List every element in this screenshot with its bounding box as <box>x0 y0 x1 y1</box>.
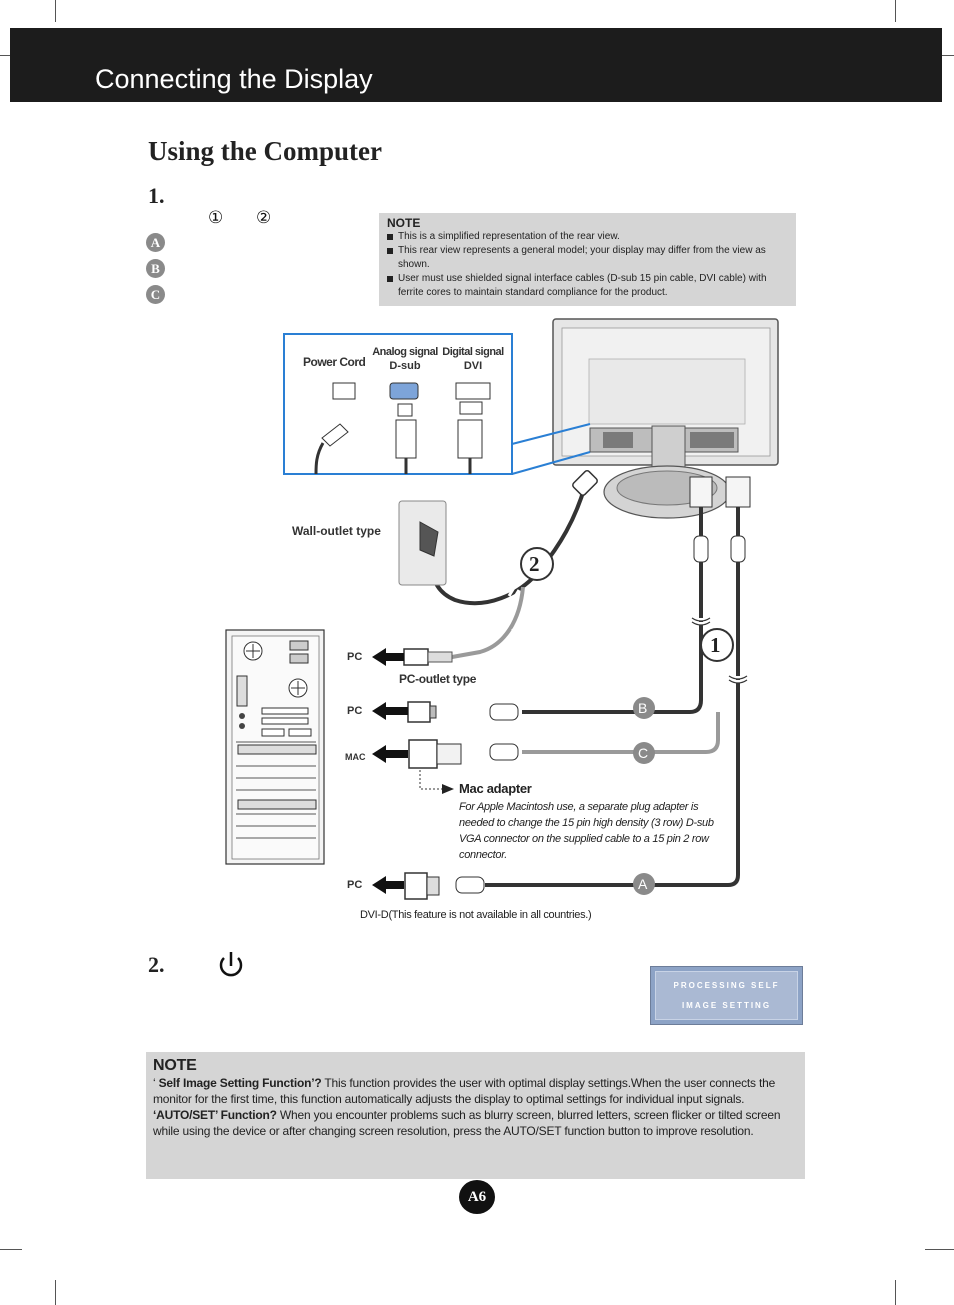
dvi-note: DVI-D(This feature is not available in a… <box>360 909 592 921</box>
dvi-label: DVI <box>463 360 483 372</box>
bullet-square-icon <box>387 276 393 282</box>
crop-mark <box>925 1249 954 1250</box>
page-number: A6 <box>459 1180 495 1214</box>
note-bottom-paragraph-1: ‘ Self Image Setting Function’? This fun… <box>153 1075 797 1107</box>
osd-line-2: IMAGE SETTING <box>681 1001 772 1010</box>
note-bottom-title: NOTE <box>153 1057 197 1074</box>
step-2-number: 2. <box>148 952 165 977</box>
note-bottom-paragraph-2: ‘AUTO/SET’ Function? When you encounter … <box>153 1107 797 1139</box>
pc-label: PC <box>347 651 363 663</box>
callout-a: A <box>638 876 648 892</box>
page-header-title: Connecting the Display <box>95 64 373 94</box>
osd-message: PROCESSING SELF IMAGE SETTING <box>650 966 803 1025</box>
pc-outlet-label: PC-outlet type <box>399 672 477 686</box>
quote-mark: ‘ <box>153 1076 159 1090</box>
wall-outlet-label: Wall-outlet type <box>292 524 381 538</box>
callout-1: 1 <box>710 633 721 657</box>
crop-mark <box>932 55 954 56</box>
pc-label: PC <box>347 705 363 717</box>
auto-set-label: ‘AUTO/SET’ Function? <box>153 1108 277 1122</box>
callout-c: C <box>638 745 649 761</box>
circled-one-icon: ① <box>208 208 224 228</box>
osd-line-1: PROCESSING SELF <box>673 981 780 990</box>
section-title: Using the Computer <box>148 136 382 166</box>
bullet-square-icon <box>387 248 393 254</box>
crop-mark <box>895 0 896 22</box>
note-top-title: NOTE <box>387 216 421 230</box>
note-top-item-text: This rear view represents a general mode… <box>398 245 766 270</box>
osd-message-panel: PROCESSING SELF IMAGE SETTING <box>655 971 798 1020</box>
digital-signal-label: Digital signal <box>442 346 504 358</box>
note-bottom: NOTE ‘ Self Image Setting Function’? Thi… <box>146 1052 805 1179</box>
circled-two-icon: ② <box>256 208 272 228</box>
badge-b: B <box>146 259 165 278</box>
auto-set-text: When you encounter problems such as blur… <box>153 1108 781 1138</box>
pc-label: PC <box>347 879 363 891</box>
mac-adapter-description: For Apple Macintosh use, a separate plug… <box>459 801 714 861</box>
power-cord-label: Power Cord <box>303 355 366 369</box>
header-bar <box>10 28 942 102</box>
power-icon <box>219 952 243 977</box>
step-1-number: 1. <box>148 183 165 208</box>
crop-mark <box>895 1280 896 1305</box>
monitor-rear-illustration <box>552 318 779 519</box>
mac-adapter-title: Mac adapter <box>459 781 532 796</box>
port-icons <box>314 382 491 475</box>
self-image-setting-text: This function provides the user with opt… <box>153 1076 776 1106</box>
note-top-item: This is a simplified representation of t… <box>387 230 788 244</box>
crop-mark <box>55 0 56 22</box>
pc-tower-illustration <box>225 629 325 865</box>
dsub-label: D-sub <box>389 360 421 372</box>
note-top-item: This rear view represents a general mode… <box>387 244 788 272</box>
note-top-item: User must use shielded signal interface … <box>387 272 788 300</box>
bullet-square-icon <box>387 234 393 240</box>
badge-a: A <box>146 233 165 252</box>
note-top: NOTE This is a simplified representation… <box>379 213 796 306</box>
crop-mark <box>0 1249 22 1250</box>
callout-2: 2 <box>529 552 540 576</box>
callout-b: B <box>638 700 648 716</box>
note-top-item-text: User must use shielded signal interface … <box>398 273 767 298</box>
crop-mark <box>55 1280 56 1305</box>
note-top-item-text: This is a simplified representation of t… <box>398 231 620 242</box>
self-image-setting-label: Self Image Setting Function’? <box>158 1076 322 1090</box>
mac-label: MAC <box>345 752 366 762</box>
wall-outlet-illustration <box>398 500 447 586</box>
analog-signal-label: Analog signal <box>372 346 438 358</box>
badge-c: C <box>146 285 165 304</box>
